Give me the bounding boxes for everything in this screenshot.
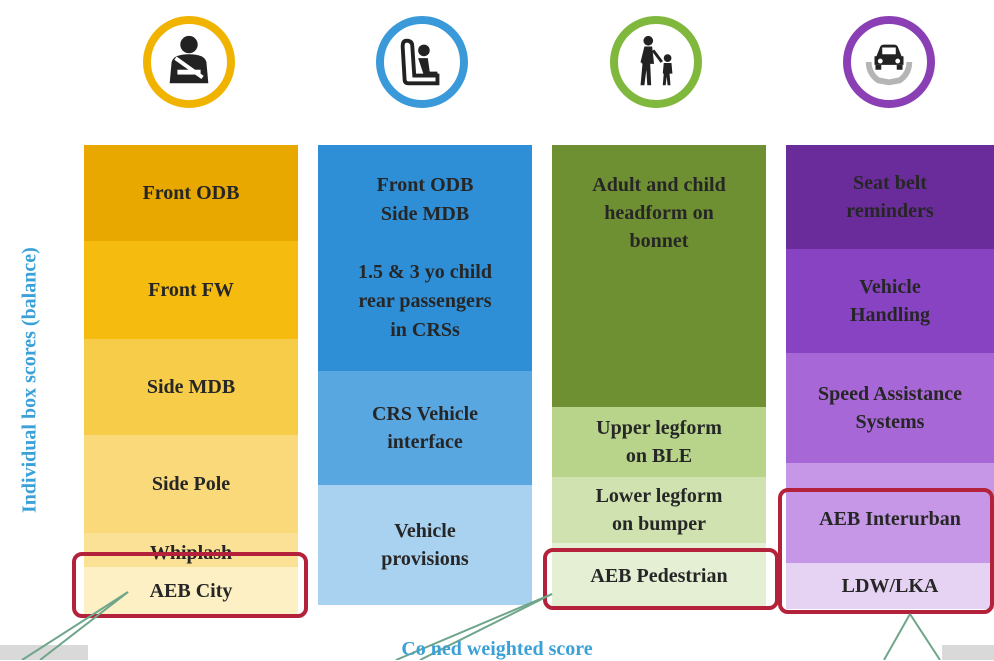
column-adult-occupant: Front ODB Front FW Side MDB Side Pole Wh… (84, 145, 298, 615)
column-child-occupant: Front ODB Side MDB 1.5 & 3 yo child rear… (318, 145, 532, 605)
segment-aeb-interurban: AEB Interurban (786, 463, 994, 563)
segment-speed-assistance: Speed Assistance Systems (786, 353, 994, 463)
segment-aeb-pedestrian: AEB Pedestrian (552, 543, 766, 609)
gray-box-left (0, 645, 88, 660)
column-safety-assist: Seat belt reminders Vehicle Handling Spe… (786, 145, 994, 609)
column-pedestrian: Adult and child headform on bonnet Upper… (552, 145, 766, 609)
segment-vehicle-handling: Vehicle Handling (786, 249, 994, 353)
adult-occupant-icon (143, 16, 235, 108)
segment-vehicle-provisions: Vehicle provisions (318, 485, 532, 605)
pedestrian-icon (610, 16, 702, 108)
safety-assist-icon (843, 16, 935, 108)
gray-box-right (942, 645, 994, 660)
segment-ldw-lka: LDW/LKA (786, 563, 994, 609)
segment-lower-legform: Lower legform on bumper (552, 477, 766, 543)
segment-front-odb: Front ODB (84, 145, 298, 241)
segment-seat-belt-reminders: Seat belt reminders (786, 145, 994, 249)
segment-front-fw: Front FW (84, 241, 298, 339)
segment-upper-legform: Upper legform on BLE (552, 407, 766, 477)
child-seat-icon (376, 16, 468, 108)
highlight-aeb-interurban-ldw (778, 488, 994, 614)
segment-crs-vehicle-interface: CRS Vehicle interface (318, 371, 532, 485)
segment-headform: Adult and child headform on bonnet (552, 145, 766, 407)
highlight-aeb-pedestrian (543, 548, 779, 610)
highlight-aeb-city (72, 552, 308, 618)
segment-side-mdb: Side MDB (84, 339, 298, 435)
segment-aeb-city: AEB City (84, 567, 298, 615)
segment-side-pole: Side Pole (84, 435, 298, 533)
combined-weighted-score-label: Co ned weighted score (401, 638, 593, 660)
segment-child-dynamic: Front ODB Side MDB 1.5 & 3 yo child rear… (318, 145, 532, 371)
